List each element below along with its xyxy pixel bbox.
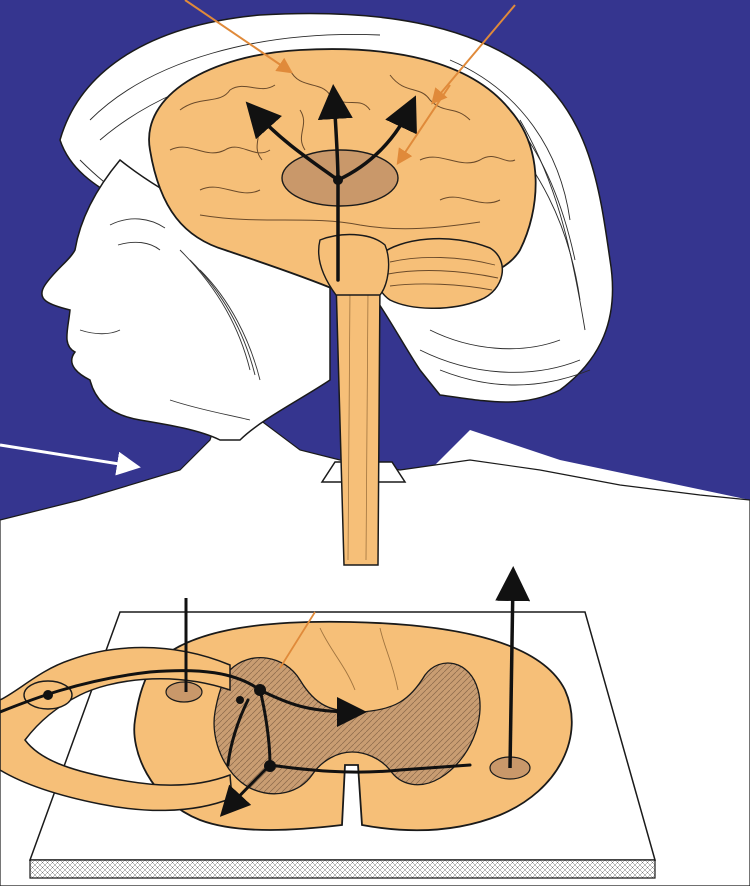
- spinal-cord: [336, 280, 380, 565]
- brainstem: [319, 235, 389, 295]
- section-slab-edge: [30, 860, 655, 878]
- cerebellum: [376, 239, 503, 309]
- dorsal-tract: [166, 682, 202, 702]
- thalamic-relay-node: [333, 175, 343, 185]
